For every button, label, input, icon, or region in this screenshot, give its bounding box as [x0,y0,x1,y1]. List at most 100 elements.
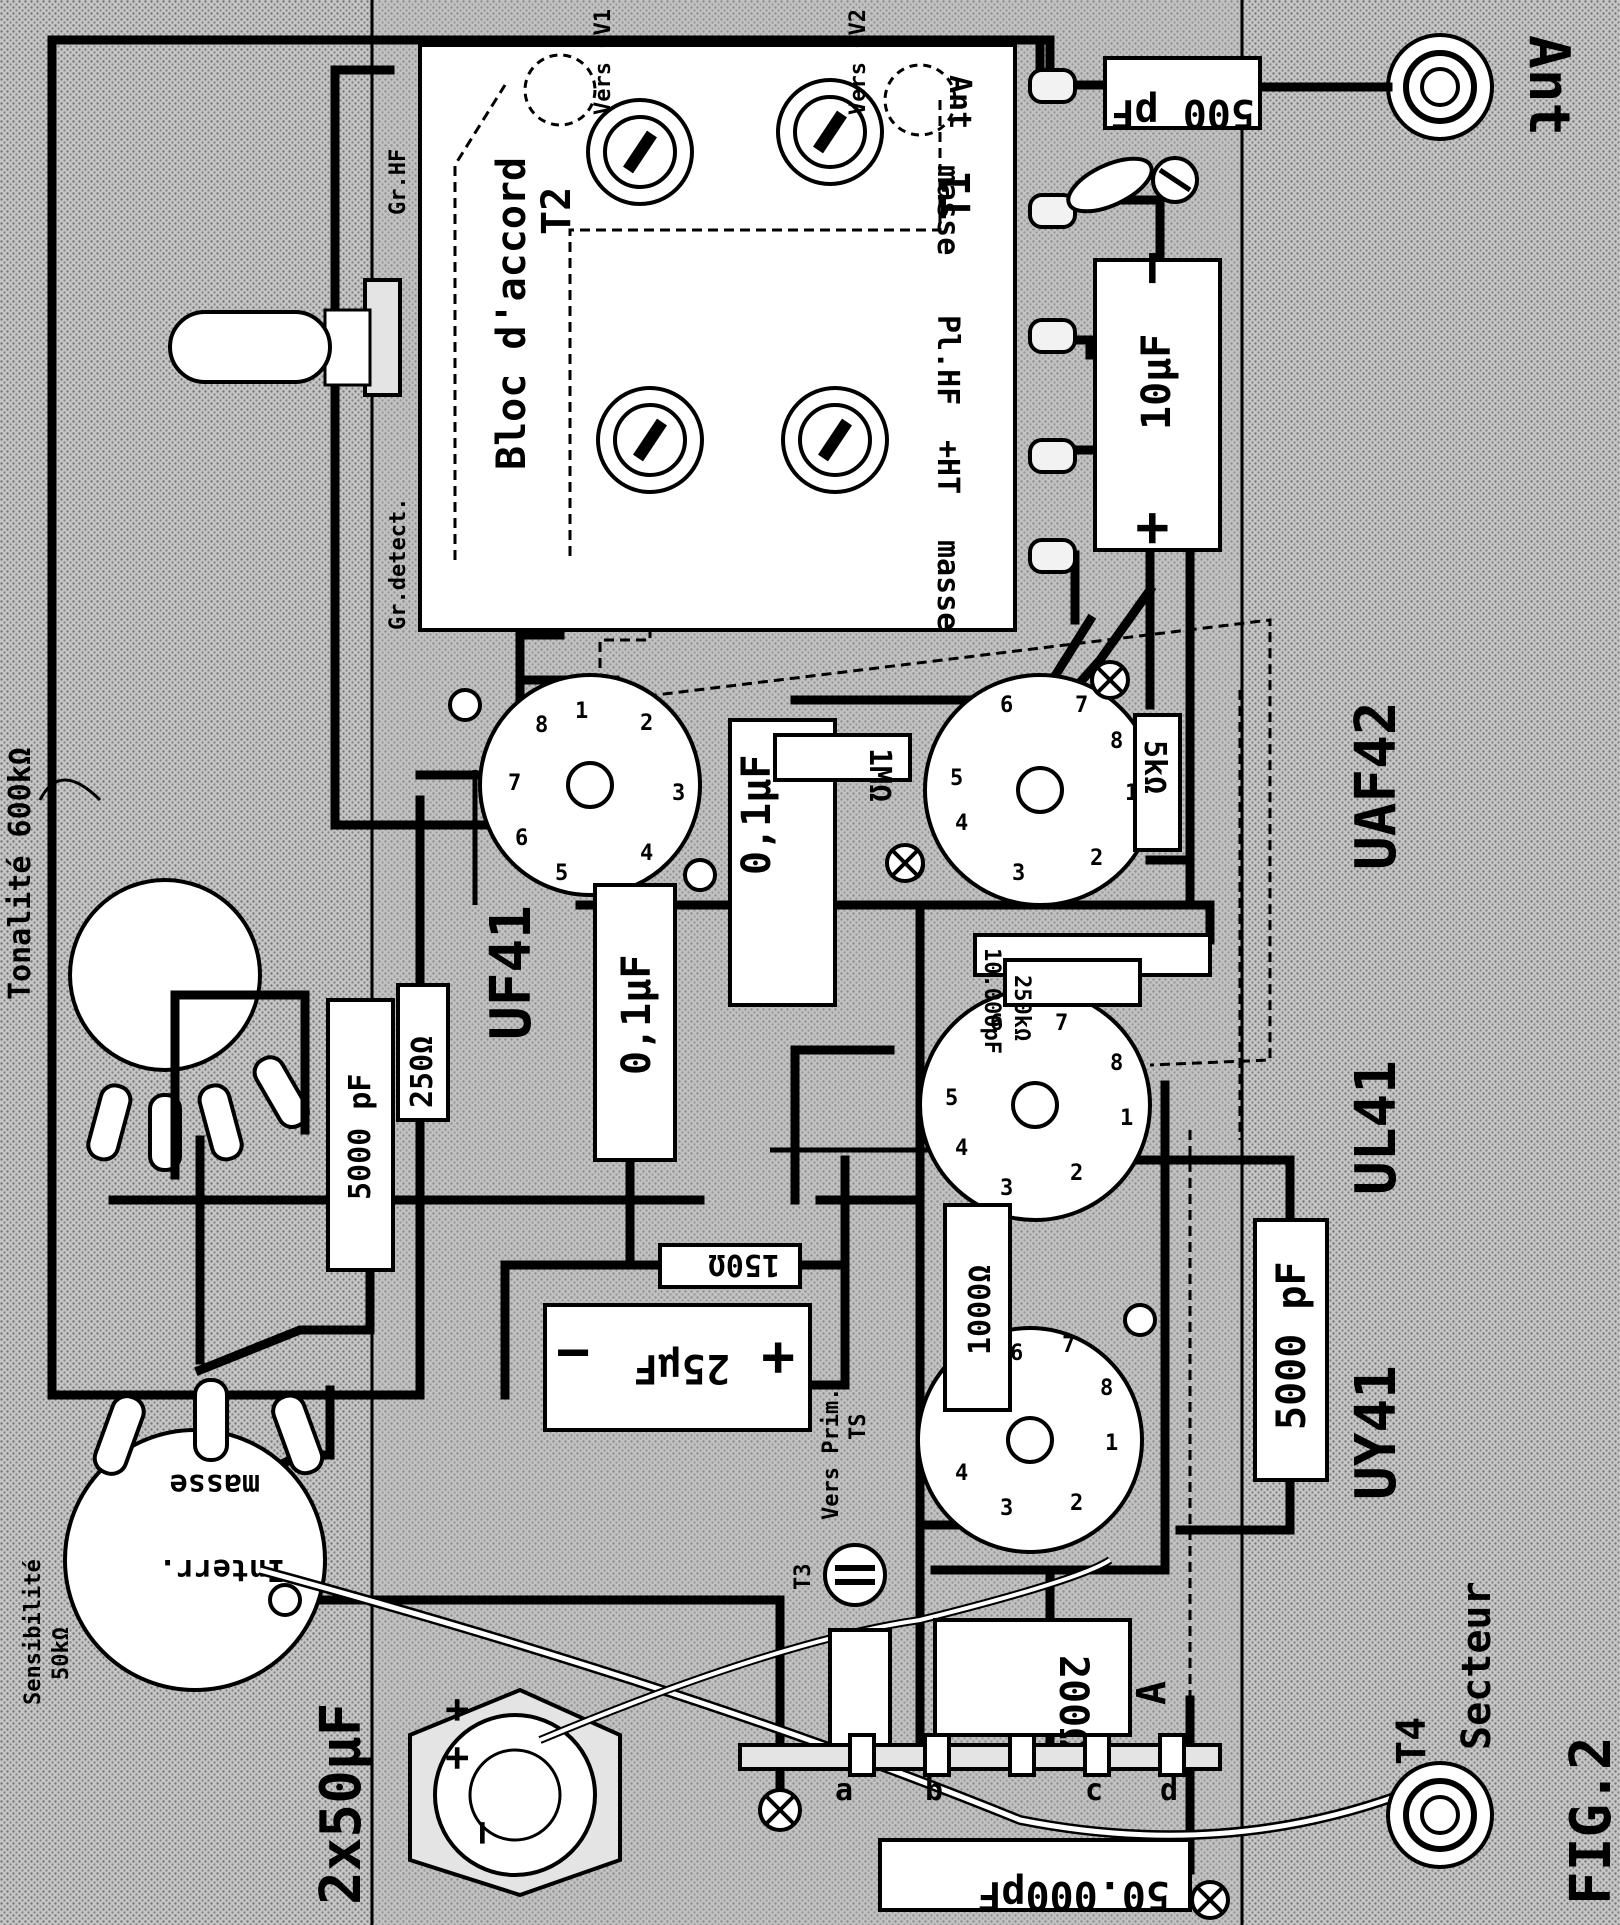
uy41-pin-7: 7 [1062,1333,1075,1358]
mains-cord-b-inner [539,1558,1112,1742]
uaf42-pin-8: 8 [1110,729,1123,754]
trimmer-lower-left [596,386,704,494]
label-t3: T3 [791,1564,816,1591]
label-pot-masse: masse [170,1467,260,1502]
uy41-pin-8: 8 [1100,1376,1113,1401]
trimmer-lower-right [781,386,889,494]
ul41-pin-7: 7 [1055,1011,1068,1036]
terminal-t4 [1386,1761,1494,1869]
socket-uaf42 [891,673,1157,907]
label-1m: 1MΩ [862,748,897,802]
label-25uf-plus: + [761,1326,795,1391]
bloc-internal-left [453,84,507,560]
uf41-pin-3: 3 [672,781,685,806]
trimmer-t2 [586,98,694,206]
label-can-minus: − [459,1821,505,1845]
label-250k: 250kΩ [1009,975,1034,1041]
label-uaf42: UAF42 [1344,701,1409,870]
uy41-pin-2: 2 [1070,1491,1083,1516]
label-5k: 5kΩ [1137,740,1172,794]
label-masse-top: masse [930,165,965,255]
capacitor-500pf [1103,56,1262,130]
uaf42-pin-5: 5 [950,766,963,791]
label-5000pf-a: 5000 pF [343,1074,378,1200]
uy41-pin-6: 6 [1010,1341,1023,1366]
terminal-strip [738,1733,1222,1777]
socket-uf41 [448,673,717,897]
sensitivity-pot[interactable] [63,1378,327,1692]
label-ant-terminal: Ant [1516,35,1581,136]
tone-pot[interactable] [68,878,313,1180]
ul41-pin-5: 5 [945,1086,958,1111]
lug-plus-ht [1028,438,1077,474]
label-ul41: UL41 [1344,1060,1409,1195]
capacitor-2x50uf [408,1687,622,1898]
strip-label-a: a [835,1773,853,1808]
capacitor-5000pf-b [1253,1218,1329,1482]
antenna-terminal: Ant [1255,33,1581,141]
label-10uf-plus: + [1119,511,1184,545]
resistor-1m [773,733,912,782]
label-10uf: 10µF [1134,334,1180,430]
label-t4: T4 [1389,1717,1435,1765]
terminal-t3 [823,1543,887,1607]
ul41-pin-3: 3 [1000,1176,1013,1201]
resistor-150 [658,1243,802,1289]
label-gr-detect: Gr.detect. [386,498,411,630]
uaf42-pin-2: 2 [1090,846,1103,871]
ground-screw-uaf42 [1090,660,1130,700]
resistor-200 [933,1618,1132,1737]
trimmer-t1 [776,78,884,186]
ground-screw-uf41 [885,843,925,883]
label-vers-cv2: Vers CV2 [846,9,871,115]
uf41-pin-8: 8 [535,713,548,738]
uf41-pin-7: 7 [508,771,521,796]
label-500pf: 500 pF [1111,90,1256,136]
bloc-accord-body [418,43,1017,632]
label-ts: TS [846,1414,871,1441]
resistor-1000 [943,1203,1012,1412]
capacitor-5000pf-a [326,998,395,1272]
label-pl-hf: Pl.HF [930,315,965,405]
label-25uf-minus: − [556,1321,590,1386]
ul41-pin-1: 1 [1120,1106,1133,1131]
label-25uf: 25µF [634,1345,730,1391]
label-gr-hf: Gr.HF [386,149,411,215]
bloc-shaft [168,310,332,384]
label-10uf-minus: − [1119,251,1184,285]
coil-t1-outline [883,63,957,137]
label-t1: T1 [934,172,980,220]
bloc-accord: Bloc d'accord T2 T1 Vers CV1 Vers CV2 An… [168,9,1077,632]
uaf42-pin-4: 4 [955,811,968,836]
capacitor-10uf [1093,258,1222,552]
bloc-title: Bloc d'accord [489,157,535,470]
uy41-pin-1: 1 [1105,1431,1118,1456]
label-01uf-a: 0,1µF [734,755,780,875]
label-uf41: UF41 [479,905,544,1040]
capacitor-01uf-b [593,883,677,1162]
ul41-pin-8: 8 [1110,1051,1123,1076]
uf41-pin-2: 2 [640,711,653,736]
label-masse-bottom: masse [930,540,965,630]
ground-screw-top [1066,156,1199,214]
label-vers-prim: Vers Prim. [819,1388,844,1520]
ul41-pin-4: 4 [955,1136,968,1161]
resistor-250 [396,983,450,1122]
strip-label-c: c [1085,1773,1103,1808]
coil-t2-outline [523,53,597,127]
resistor-250k [1003,958,1142,1007]
label-5000pf-b: 5000 pF [1269,1261,1315,1430]
ul41-pin-6: 6 [990,1011,1003,1036]
figure-caption: FIG.2 [1559,1736,1620,1905]
label-secteur: Secteur [1454,1581,1500,1750]
resistor-5k [1133,713,1182,852]
label-plus-ht: +HT [930,440,965,494]
label-2x50uf: 2x50µF [309,1703,374,1905]
strip-label-d: d [1160,1773,1178,1808]
label-250: 250Ω [405,1036,440,1108]
capacitor-25uf [543,1303,812,1432]
label-a: A [1129,1681,1175,1705]
label-ant-lug: Ant [942,75,977,129]
strip-label-b: b [925,1773,943,1808]
